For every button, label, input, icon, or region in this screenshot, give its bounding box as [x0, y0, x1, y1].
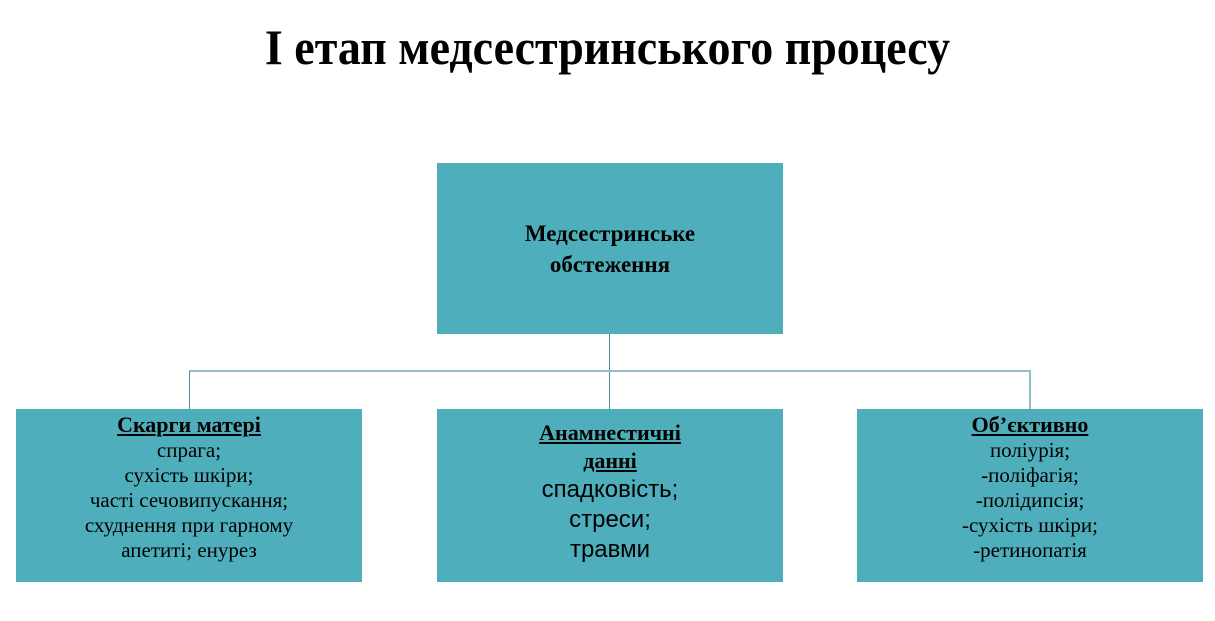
node-item: -полідипсія; — [975, 488, 1085, 512]
node-item: -сухість шкіри; — [962, 513, 1098, 537]
node-item: апетиті; енурез — [121, 538, 257, 562]
node-item: спрага; — [156, 438, 222, 462]
node-item: спадковість; — [541, 476, 679, 503]
child-node-anamnesis: Анамнестичні данні спадковість; стреси; … — [437, 409, 783, 582]
node-heading: Скарги матері — [117, 412, 261, 437]
root-node-label-line2: обстеження — [549, 251, 671, 277]
node-heading-line2: данні — [583, 448, 637, 473]
node-item: стреси; — [569, 506, 651, 533]
slide-title: I етап медсестринського процесу — [264, 19, 951, 75]
connector-left-down — [189, 371, 190, 409]
node-item: поліурія; — [989, 438, 1071, 462]
node-item: сухість шкіри; — [124, 463, 254, 487]
child-node-mother-complaints: Скарги матері спрага; сухість шкіри; час… — [16, 409, 362, 582]
node-heading: Об’єктивно — [971, 412, 1089, 437]
node-item: часті сечовипускання; — [89, 488, 289, 512]
root-node-nursing-examination: Медсестринське обстеження — [437, 163, 783, 334]
node-item: -ретинопатія — [973, 538, 1087, 562]
node-item: -поліфагія; — [981, 463, 1079, 487]
node-heading-line1: Анамнестичні — [539, 420, 681, 445]
child-node-objective: Об’єктивно поліурія; -поліфагія; -поліди… — [857, 409, 1203, 582]
node-item: травми — [569, 536, 651, 563]
root-node-label-line1: Медсестринське — [524, 220, 696, 246]
connector-right-down — [1029, 371, 1031, 409]
node-item: схуднення при гарному — [84, 513, 294, 537]
connector-horizontal — [189, 370, 1031, 372]
